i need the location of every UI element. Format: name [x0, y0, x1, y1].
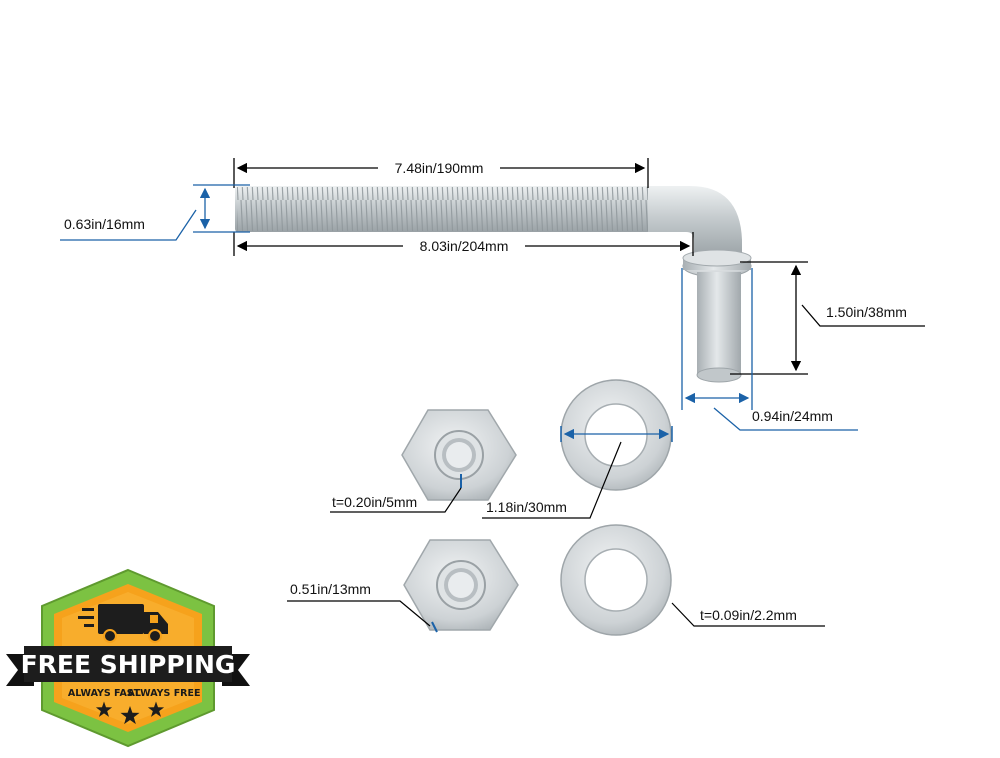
star-icon	[95, 701, 113, 717]
label-washer-outer-diameter: 1.18in/30mm	[486, 499, 567, 515]
badge-subtitle-right: ALWAYS FREE	[128, 688, 201, 699]
thread-pattern	[237, 187, 649, 231]
label-diameter: 0.63in/16mm	[64, 216, 145, 232]
badge-title: FREE SHIPPING	[21, 650, 236, 679]
label-washer-thickness: t=0.09in/2.2mm	[700, 607, 797, 623]
dimension-total-length	[233, 232, 694, 256]
bolt-bend	[648, 186, 742, 258]
flat-washer-top	[560, 379, 672, 491]
dimension-nut-width	[287, 600, 438, 633]
label-nut-thickness: t=0.20in/5mm	[332, 494, 417, 510]
label-nut-width: 0.51in/13mm	[290, 581, 371, 597]
dimension-washer-thickness	[671, 602, 825, 627]
dimension-nut-thickness	[330, 474, 462, 513]
label-pin-height: 1.50in/38mm	[826, 304, 907, 320]
star-icon	[120, 706, 140, 725]
label-thread-length: 7.48in/190mm	[395, 160, 484, 176]
hex-nut-top	[401, 409, 517, 501]
hinge-bolt	[235, 186, 752, 383]
dimension-diameter	[60, 184, 250, 241]
hinge-pin	[697, 272, 741, 374]
label-pin-diameter: 0.94in/24mm	[752, 408, 833, 424]
label-total-length: 8.03in/204mm	[420, 238, 509, 254]
hex-nut-bottom	[403, 539, 519, 631]
flat-washer-bottom	[560, 524, 672, 636]
badge-ribbon	[24, 646, 232, 682]
dimension-pin-diameter	[681, 268, 858, 431]
badge-stars	[95, 701, 165, 725]
dimension-washer-outer-diameter	[482, 426, 673, 519]
badge-subtitle-left: ALWAYS FAST	[68, 688, 141, 699]
star-icon	[147, 701, 165, 717]
free-shipping-badge: FREE SHIPPING ALWAYS FAST ALWAYS FREE	[6, 568, 250, 748]
delivery-truck-icon	[78, 604, 168, 643]
dimension-pin-height	[730, 261, 925, 375]
dimension-thread-length	[233, 158, 649, 188]
